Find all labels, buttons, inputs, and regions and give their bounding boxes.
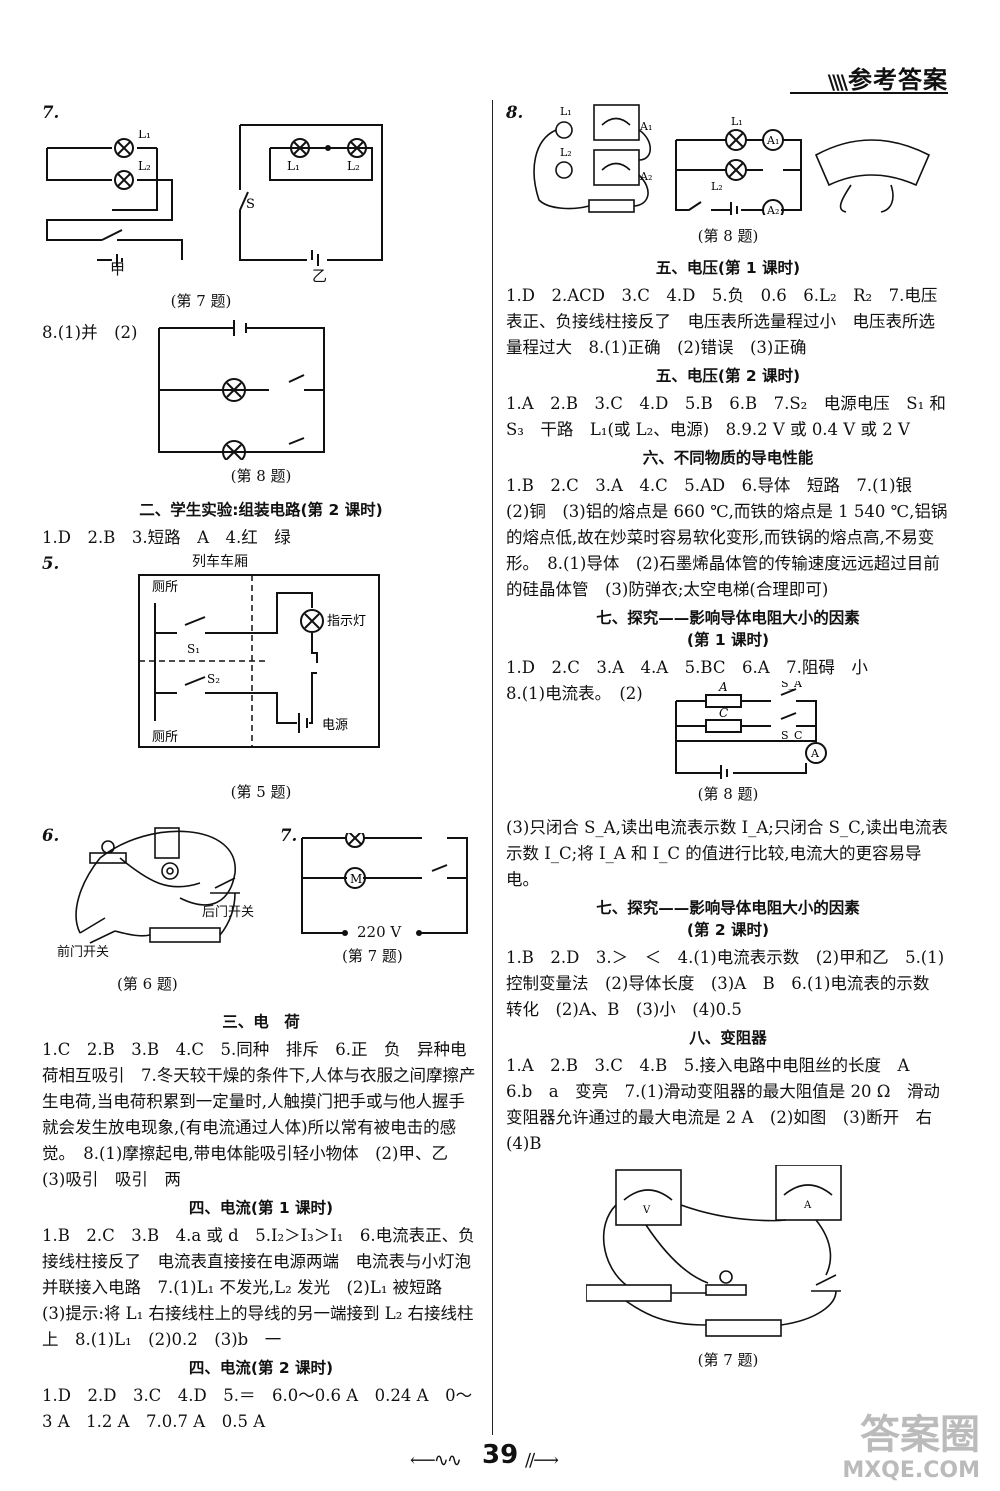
A2-label-c: A₂	[766, 204, 779, 215]
q8-caption: (第 8 题)	[230, 467, 292, 485]
sec2-q5-block: 5. 列车车厢 厕所 S₁ 指示灯 S₂ 电源 厕所	[42, 551, 480, 781]
L2-label-b: L₂	[347, 159, 360, 173]
sec7a-caption: (第 8 题)	[697, 785, 759, 803]
220v-label: 220 V	[357, 923, 402, 941]
sec5a-text: 1.D 2.ACD 3.C 4.D 5.负 0.6 6.L₂ R₂ 7.电压表正…	[506, 286, 938, 357]
ammeter-A-label-2: A	[803, 1200, 812, 1211]
sec2-q5-caption: (第 5 题)	[230, 783, 292, 801]
q7-circuit-a: L₁ L₂	[46, 130, 183, 266]
sec7a-line1: 1.D 2.C 3.A 4.A 5.BC 6.A 7.阻碍 小	[506, 658, 868, 677]
column-divider	[492, 100, 493, 1435]
L2-label-r: L₂	[560, 146, 572, 159]
q8-block: 8.(1)并 (2)	[42, 320, 480, 465]
sec2-q7-label: 7.	[280, 826, 298, 845]
sec8-title: 八、变阻器	[689, 1029, 767, 1047]
A1-label: A₁	[639, 120, 652, 133]
q8-ammeter-apparatus: A₁ A₂ L₁ L₂	[533, 104, 652, 213]
sec6-title: 六、不同物质的导电性能	[642, 449, 814, 467]
left-column: 7. L₁ L₂ 甲 L₁	[42, 100, 480, 1435]
sec2-q7-caption: (第 7 题)	[342, 947, 403, 965]
right-q8-caption: (第 8 题)	[697, 227, 759, 245]
sec4b-title: 四、电流(第 2 课时)	[188, 1359, 334, 1377]
resistor-C-label: C	[719, 706, 728, 720]
sec4a-text: 1.B 2.C 3.B 4.a 或 d 5.I₂＞I₃＞I₁ 6.电流表正、负接…	[42, 1226, 475, 1349]
q8-ammeter-circuit: A₁ A₂ L₁ L₂	[675, 115, 802, 215]
q7-caption: (第 7 题)	[170, 292, 232, 310]
L1-label-c: L₁	[731, 115, 743, 128]
sec2-line1: 1.D 2.B 3.短路 A 4.红 绿	[42, 528, 291, 547]
indicator-label: 指示灯	[327, 614, 366, 629]
A1-label-c: A₁	[766, 134, 779, 147]
toilet-label-bottom: 厕所	[152, 730, 178, 745]
sec5b-text: 1.A 2.B 3.C 4.D 5.B 6.B 7.S₂ 电源电压 S₁ 和 S…	[506, 394, 946, 439]
A2-label: A₂	[639, 170, 652, 183]
q8-line: 8.(1)并 (2)	[42, 323, 138, 342]
voltmeter-V-label: V	[642, 1205, 651, 1216]
q5-train-circuit: 厕所 S₁ 指示灯 S₂ 电源 厕所	[138, 574, 380, 748]
SC-label: S_C	[781, 729, 802, 742]
footer-decoration-left: ⟵∿∿	[410, 1450, 462, 1471]
sec7a-title: 七、探究——影响导体电阻大小的因素	[596, 609, 860, 627]
sec7a-sub: (第 1 课时)	[686, 631, 770, 649]
sec5a-title: 五、电压(第 1 课时)	[655, 259, 801, 277]
q8-resistance-circuit: A C S_A S_C A	[675, 681, 827, 779]
watermark-url: MXQE.COM	[842, 1458, 980, 1483]
sec3-text: 1.C 2.B 3.B 4.C 5.同种 排斥 6.正 负 异种电荷相互吸引 7…	[42, 1040, 476, 1189]
switch-S-label: S	[246, 197, 255, 212]
q6-doorbell-apparatus	[75, 827, 240, 944]
q8-meter-dial	[814, 139, 931, 213]
L2-label: L₂	[138, 159, 151, 173]
right-q8-block: 8. A₁ A₂ L₁ L₂ A₁ A₂ L₁	[506, 100, 950, 225]
q8-circuit	[158, 320, 325, 460]
L1-label-b: L₁	[287, 159, 300, 173]
resistor-A-label: A	[718, 681, 728, 694]
q7-motor-circuit: M	[301, 833, 468, 936]
q7-fig-a-label: 甲	[110, 260, 126, 278]
sec4b-text: 1.D 2.D 3.C 4.D 5.＝ 6.0～0.6 A 0.24 A 0～3…	[42, 1386, 473, 1431]
sec8-caption: (第 7 题)	[697, 1351, 759, 1369]
L1-label: L₁	[138, 130, 151, 141]
sec2-q6-q7-block: 6. 后门开关 前门开关 7. M 220 V	[42, 823, 480, 973]
right-column: 8. A₁ A₂ L₁ L₂ A₁ A₂ L₁	[506, 100, 950, 1371]
watermark-logo: 答案圈	[860, 1412, 980, 1458]
sec7b-text: 1.B 2.D 3.＞ ＜ 4.(1)电流表示数 (2)甲和乙 5.(1)控制变…	[506, 948, 946, 1019]
sec2-q5-fig-title: 列车车厢	[192, 554, 248, 570]
page-number: 39	[482, 1440, 519, 1470]
L2-label-c: L₂	[711, 180, 723, 193]
q7-figures: 7. L₁ L₂ 甲 L₁	[42, 100, 480, 300]
sec8-text: 1.A 2.B 3.C 4.B 5.接入电路中电阻丝的长度 A 6.b a 变亮…	[506, 1056, 949, 1153]
S2-label: S₂	[207, 672, 220, 686]
sec2-title: 二、学生实验:组装电路(第 2 课时)	[139, 501, 383, 519]
SA-label: S_A	[781, 681, 803, 690]
q7-circuit-b: L₁ L₂ S	[239, 124, 383, 266]
right-q8-label: 8.	[506, 103, 524, 122]
front-switch-label: 前门开关	[57, 945, 110, 960]
sec2-q5-label: 5.	[42, 554, 60, 573]
motor-M-label: M	[350, 872, 362, 886]
sec8-q7-apparatus: V A	[586, 1165, 842, 1337]
q7-label: 7.	[42, 103, 60, 122]
back-switch-label: 后门开关	[202, 905, 255, 920]
S1-label: S₁	[187, 642, 200, 656]
sec7a-q8-block: 8.(1)电流表。 (2) A C S_A S_C A	[506, 681, 950, 779]
sec7b-title: 七、探究——影响导体电阻大小的因素	[596, 899, 860, 917]
power-label: 电源	[322, 718, 348, 733]
sec2-q6-caption: (第 6 题)	[117, 975, 178, 993]
header-title: 参考答案	[848, 66, 948, 94]
sec3-title: 三、电 荷	[222, 1013, 300, 1031]
sec6-text: 1.B 2.C 3.A 4.C 5.AD 6.导体 短路 7.(1)银 (2)铜…	[506, 476, 948, 599]
sec4a-title: 四、电流(第 1 课时)	[188, 1199, 334, 1217]
sec2-q6-label: 6.	[42, 826, 60, 845]
header-rule	[790, 92, 948, 94]
header-decoration: \\\\	[827, 70, 848, 94]
sec7a-line2: 8.(1)电流表。 (2)	[506, 684, 643, 703]
sec5b-title: 五、电压(第 2 课时)	[655, 367, 801, 385]
sec7a-text2: (3)只闭合 S_A,读出电流表示数 I_A;只闭合 S_C,读出电流表示数 I…	[506, 818, 948, 889]
L1-label-r: L₁	[560, 105, 572, 118]
ammeter-A-label: A	[810, 747, 820, 760]
q7-fig-b-label: 乙	[312, 267, 328, 285]
footer-decoration-right: ∕∕⟶	[525, 1450, 559, 1471]
toilet-label-top: 厕所	[152, 580, 178, 595]
sec7b-sub: (第 2 课时)	[686, 921, 770, 939]
